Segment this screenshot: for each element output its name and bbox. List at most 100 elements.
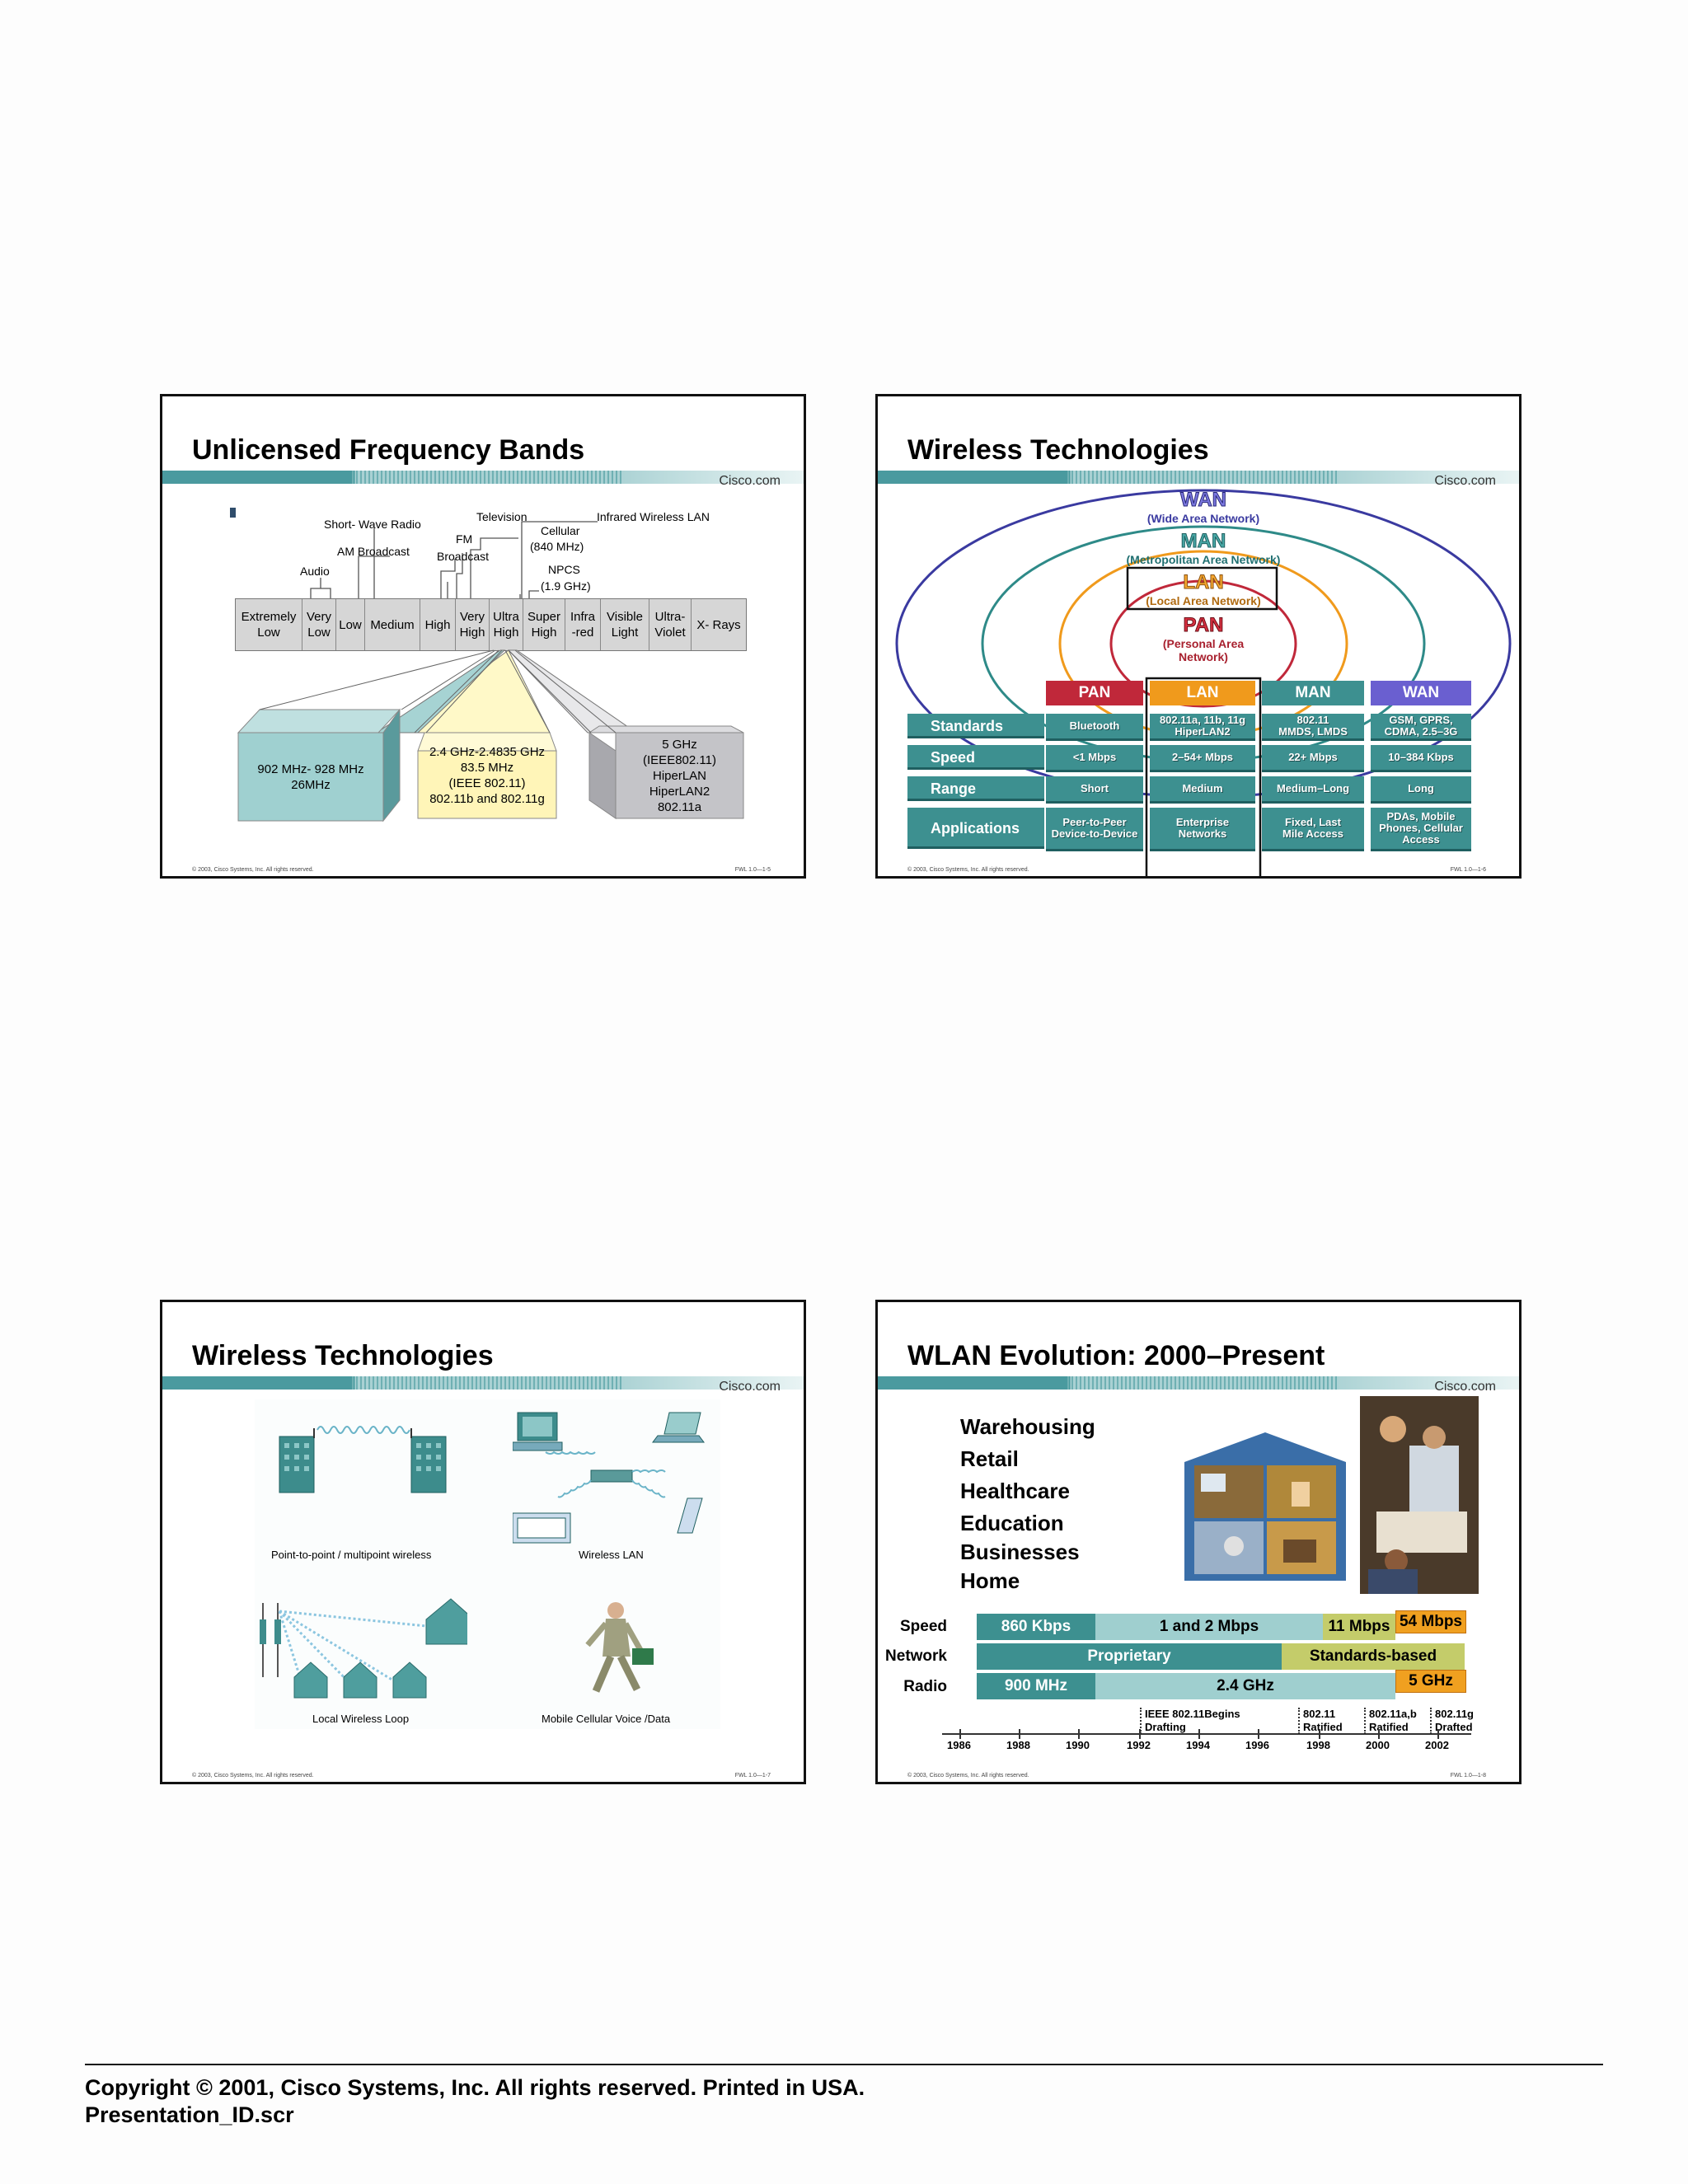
table-cell: GSM, GPRS,CDMA, 2.5–3G [1371,714,1471,741]
label-audio: Audio [300,565,330,578]
slide-title: Wireless Technologies [192,1340,494,1371]
spectrum-cell: Ultra-Violet [649,599,692,650]
local-wireless-loop-illustration [260,1598,467,1699]
cell-line: Access [1402,833,1440,846]
year-label: 1996 [1245,1739,1269,1751]
label-npcs: NPCS [548,563,580,576]
cisco-logo: Cisco.com [1434,1380,1496,1394]
slide-title: Unlicensed Frequency Bands [192,434,585,466]
cell-line: 22+ Mbps [1288,751,1338,763]
band-projections [237,649,744,823]
slide-footer-number: FWL 1.0—1-7 [734,1773,771,1779]
year-label: 2000 [1366,1739,1390,1751]
year-label: 1990 [1066,1739,1090,1751]
year-label: 1988 [1006,1739,1030,1751]
table-cell: 10–384 Kbps [1371,745,1471,772]
table-cell: Short [1046,776,1143,804]
footer-rule [85,2064,1603,2065]
cell-line: GSM, GPRS, [1389,714,1453,726]
row-label-network: Network [885,1647,947,1665]
network-standards: Standards-based [1282,1643,1465,1670]
label-cellular-freq: (840 MHz) [530,540,584,553]
caption-point-to-point: Point-to-point / multipoint wireless [271,1549,432,1561]
row-label: Speed [907,745,1044,770]
table-cell: 22+ Mbps [1262,745,1364,772]
spectrum-cell: Infra-red [565,599,601,650]
corner-mark-icon [230,508,236,518]
office-people-photo [1360,1396,1479,1594]
wireless-lan-illustration [513,1412,705,1544]
spectrum-cell: Low [336,599,365,650]
slide-footer-copyright: © 2003, Cisco Systems, Inc. All rights r… [907,867,1029,873]
cell-line: MMDS, LMDS [1278,725,1348,738]
point-to-point-illustration [279,1426,447,1493]
slide-wireless-technologies-table: Wireless Technologies Cisco.com WAN (Wid… [875,394,1522,879]
cell-line: Enterprise [1175,816,1230,828]
slide-title: WLAN Evolution: 2000–Present [907,1340,1325,1371]
year-label: 1998 [1306,1739,1330,1751]
speed-1-2mbps: 1 and 2 Mbps [1095,1614,1323,1640]
label-infrared: Infrared Wireless LAN [597,510,710,523]
cell-line: Peer-to-Peer [1062,816,1127,828]
year-label: 2002 [1425,1739,1449,1751]
cell-line: CDMA, 2.5–3G [1384,725,1458,738]
spectrum-cell: Medium [365,599,420,650]
label-broadcast: Broadcast [437,550,490,563]
cisco-logo: Cisco.com [719,1380,781,1394]
ring-man-label: MAN (Metropolitan Area Network) [1126,530,1281,567]
page-footer: Copyright © 2001, Cisco Systems, Inc. Al… [85,2074,865,2129]
cell-line: <1 Mbps [1072,751,1117,763]
speed-54mbps: 54 Mbps [1395,1610,1466,1633]
table-cell: 2–54+ Mbps [1150,745,1255,772]
network-proprietary: Proprietary [977,1643,1282,1670]
row-label: Applications [907,808,1044,849]
application-item: Healthcare [960,1479,1070,1503]
cell-line: Fixed, Last [1285,816,1341,828]
slide-footer-copyright: © 2003, Cisco Systems, Inc. All rights r… [192,867,314,873]
table-cell: Medium–Long [1262,776,1364,804]
column-header-wan: WAN [1371,681,1471,705]
copyright-text: Copyright © 2001, Cisco Systems, Inc. Al… [85,2075,865,2100]
column-header-lan: LAN [1150,681,1255,705]
label-cellular: Cellular [541,524,580,537]
spectrum-cell: High [420,599,456,650]
slide-footer-number: FWL 1.0—1-8 [1450,1773,1486,1779]
cell-line: 10–384 Kbps [1388,751,1454,763]
cell-line: Device-to-Device [1051,827,1138,840]
label-am: AM Broadcast [337,545,410,558]
timeline-axis [942,1729,1471,1739]
cell-line: HiperLAN2 [1175,725,1231,738]
house-collage-photo [1184,1432,1346,1581]
cell-line: Medium–Long [1276,782,1350,794]
label-npcs-freq: (1.9 GHz) [541,579,591,593]
cell-line: Bluetooth [1069,719,1120,732]
table-cell: Long [1371,776,1471,804]
application-item: Education [960,1511,1064,1535]
caption-wireless-lan: Wireless LAN [579,1549,644,1561]
caption-local-wireless-loop: Local Wireless Loop [312,1713,410,1725]
year-label: 1986 [947,1739,971,1751]
label-television: Television [476,510,528,523]
table-cell: <1 Mbps [1046,745,1143,772]
cell-line: Medium [1182,782,1223,794]
cell-line: Phones, Cellular [1379,822,1463,834]
cell-line: Long [1408,782,1434,794]
band-bracket-lines [310,521,598,598]
application-item: Home [960,1568,1020,1593]
year-label: 1992 [1127,1739,1151,1751]
column-header-man: MAN [1262,681,1364,705]
cell-line: 2–54+ Mbps [1171,751,1234,763]
slide-wireless-technologies-illustrations: Wireless Technologies Cisco.com Point-to… [160,1300,806,1784]
table-cell: Medium [1150,776,1255,804]
